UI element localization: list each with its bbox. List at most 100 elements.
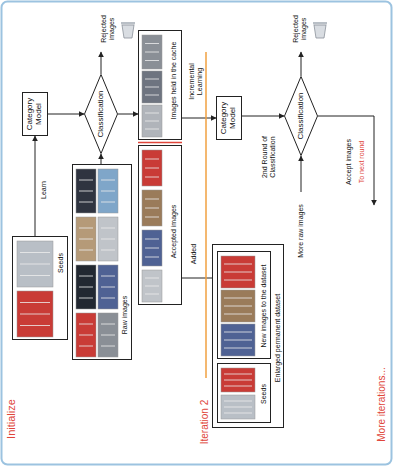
connector [301,52,302,76]
thumbnail [142,35,162,69]
thumbnail [98,313,118,357]
node-text: Enlarged permanent dataset [271,255,283,420]
image-cache: Images held in the cache [138,30,182,140]
edge-label: Added [188,234,200,274]
thumbnail [76,169,96,213]
node-text-wrap: More raw images [290,192,312,270]
stage-label-wrap: Iteration 2 [196,384,212,460]
edge-label: 2nd Round of Classification [258,122,280,192]
node-text: Raw images [119,275,131,355]
stage-label-wrap: More iterations... [372,348,389,460]
decision-diamond: Classification [84,74,118,154]
edge-label-wrap: Learn [38,165,50,215]
reject-bin: Rejected images [96,6,140,52]
node-text-wrap: Rejected images [98,8,118,50]
arrow-label: To next round [356,122,368,202]
connector [182,118,216,119]
connector [48,114,84,115]
thumbnail [142,190,162,226]
thumbnail [98,265,118,309]
stage-label: Iteration 2 [196,384,212,460]
stage-label: More iterations... [372,348,389,460]
connector [301,156,302,192]
edge-label: Incremental Learning [185,50,204,112]
thumbnail [221,256,255,288]
thumbnail [98,169,118,213]
decision-diamond: Classification [284,76,318,156]
thumbnail [76,313,96,357]
node-text-wrap: Classification [288,86,314,146]
raw-source: More raw images [290,192,312,270]
thumbnail [76,217,96,261]
seed-images: Seeds [217,363,271,423]
edge-label-wrap: Incremental Learning [185,50,204,112]
node-text: Classification [88,84,114,144]
seed-images: Seeds [12,236,68,340]
thumbnail [142,150,162,186]
connector [242,116,284,117]
node-text-wrap: Enlarged permanent dataset [271,255,283,420]
thumbnail [142,105,162,137]
model-box: Category Model [216,96,242,140]
node-text-wrap: Classification [88,84,114,144]
iteration-divider [205,52,207,378]
thumbnail [98,217,118,261]
thumbnail [221,368,255,392]
arrow-label-wrap: Accept images [343,122,355,202]
accept-arrow [318,116,374,205]
arrow-label-wrap: To next round [356,122,368,202]
model-box: Category Model [22,92,48,136]
thumbnail [221,324,255,356]
connector [101,154,102,164]
node-text: Category Model [25,95,45,133]
node-text: Images held in the cache [164,35,181,125]
node-text-wrap: New images to the dataset [258,256,270,356]
stage-label-wrap: Initialize [3,378,19,460]
diamond-outline [85,75,118,154]
node-text-wrap: Images held in the cache [164,35,181,125]
connector [101,52,102,74]
thumbnail [17,241,53,287]
node-text: Category Model [219,99,239,137]
node-text: Seeds [55,241,67,285]
node-text: Seeds [258,368,270,420]
node-graphic [13,237,69,341]
thumbnail [142,270,162,302]
node-text-wrap: Seeds [55,241,67,285]
accepted-images: Accepted images [138,145,182,305]
node-text-wrap: Category Model [219,99,239,137]
cache-separator [138,142,182,144]
thumbnail [221,290,255,322]
node-text-wrap: Rejected images [290,8,310,50]
node-text-wrap: Seeds [258,368,270,420]
thumbnail [142,230,162,266]
stage-label: Initialize [3,378,19,460]
node-text: Accepted images [165,186,180,276]
node-text-wrap: Raw images [119,275,131,355]
node-text-wrap: Category Model [25,95,45,133]
thumbnail [221,395,255,419]
arrow-label: Accept images [343,122,355,202]
trash-icon [313,22,327,38]
connector [118,114,138,115]
node-text: Rejected images [290,8,310,50]
node-text: More raw images [290,192,312,270]
trash-icon [121,22,135,38]
edge-label: Learn [38,165,50,215]
edge-label-wrap: Added [188,234,200,274]
reject-bin: Rejected images [288,6,332,52]
node-graphic [139,146,183,306]
dataset-box: Enlarged permanent datasetNew images to … [212,244,284,428]
node-text-wrap: Accepted images [165,186,180,276]
node-graphic [139,31,183,141]
edge-label-wrap: 2nd Round of Classification [258,122,280,192]
node-text: Classification [288,86,314,146]
new-images: New images to the dataset [217,251,271,359]
node-text: Rejected images [98,8,118,50]
diamond-outline [285,77,318,156]
thumbnail [76,265,96,309]
connector [35,136,36,236]
raw-images: Raw images [72,164,132,360]
